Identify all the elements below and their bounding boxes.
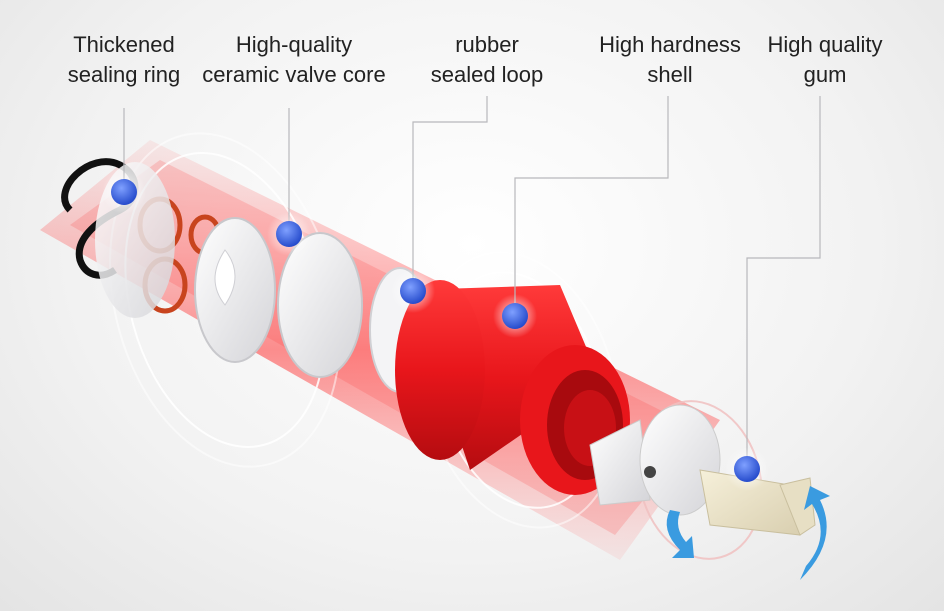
label-line: sealed loop bbox=[430, 62, 544, 87]
marker-dot-gum bbox=[734, 456, 760, 482]
gum-spindle bbox=[699, 469, 816, 536]
label-shell: High hardness shell bbox=[590, 30, 750, 90]
label-valve-core: High-quality ceramic valve core bbox=[194, 30, 394, 90]
marker-dot-sealing-ring bbox=[111, 179, 137, 205]
marker-dot-shell bbox=[502, 303, 528, 329]
rotation-arrows bbox=[666, 486, 830, 580]
label-rubber-loop: rubber sealed loop bbox=[417, 30, 557, 90]
ceramic-discs bbox=[194, 217, 363, 378]
marker-dot-valve-core bbox=[276, 221, 302, 247]
label-line: shell bbox=[647, 62, 693, 87]
label-line: ceramic valve core bbox=[202, 62, 386, 87]
label-line: gum bbox=[803, 62, 847, 87]
red-shell bbox=[395, 280, 630, 495]
label-line: sealing ring bbox=[67, 62, 181, 87]
label-gum: High quality gum bbox=[755, 30, 895, 90]
marker-dots bbox=[102, 170, 769, 491]
label-sealing-ring: Thickened sealing ring bbox=[44, 30, 204, 90]
label-line: Thickened bbox=[73, 32, 175, 57]
label-line: High hardness bbox=[599, 32, 741, 57]
label-line: High quality bbox=[767, 32, 883, 57]
label-line: rubber bbox=[455, 32, 519, 57]
label-line: High-quality bbox=[235, 32, 353, 57]
stem-assembly bbox=[589, 404, 721, 516]
marker-dot-rubber-loop bbox=[400, 278, 426, 304]
